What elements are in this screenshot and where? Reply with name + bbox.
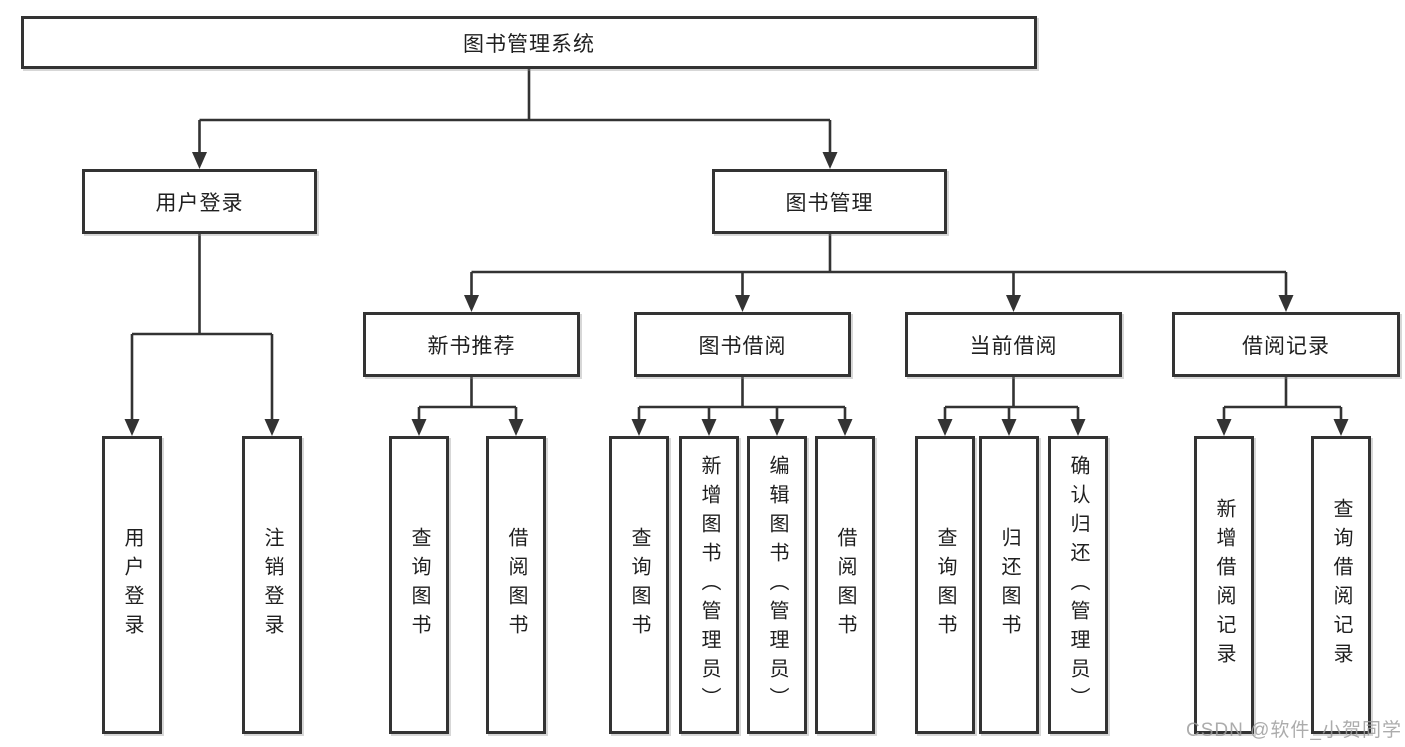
leaf-edit-book-admin-label: 编辑图书（管理员） [766,454,788,716]
leaf-query-books: 查询图书 [389,436,449,734]
leaf-query-books-label: 查询图书 [934,527,956,643]
node-new-book-recommend: 新书推荐 [363,312,580,377]
leaf-borrow-books-label: 借阅图书 [834,527,856,643]
leaf-logout-label: 注销登录 [261,527,283,643]
node-root-label: 图书管理系统 [463,32,595,56]
leaf-query-borrow-record-label: 查询借阅记录 [1330,498,1352,672]
node-user-login: 用户登录 [82,169,317,234]
leaf-query-books-label: 查询图书 [628,527,650,643]
connector-lines [130,69,1343,420]
leaf-user-login-label: 用户登录 [121,527,143,643]
leaf-query-books: 查询图书 [915,436,975,734]
leaf-return-book: 归还图书 [979,436,1039,734]
leaf-borrow-books-label: 借阅图书 [505,527,527,643]
node-new-book-recommend-label: 新书推荐 [427,334,516,358]
leaf-confirm-return-admin-label: 确认归还（管理员） [1067,454,1089,716]
node-book-borrow: 图书借阅 [634,312,851,377]
leaf-borrow-books: 借阅图书 [815,436,875,734]
leaf-query-books: 查询图书 [609,436,669,734]
node-current-borrow: 当前借阅 [905,312,1122,377]
leaf-edit-book-admin: 编辑图书（管理员） [747,436,807,734]
arrowheads [124,152,1349,436]
leaf-user-login: 用户登录 [102,436,162,734]
csdn-watermark: CSDN @软件_小贺同学 [1186,720,1402,741]
leaf-query-books-label: 查询图书 [408,527,430,643]
node-current-borrow-label: 当前借阅 [969,334,1058,358]
leaf-logout: 注销登录 [242,436,302,734]
node-root-system: 图书管理系统 [21,16,1037,69]
leaf-query-borrow-record: 查询借阅记录 [1311,436,1371,734]
node-user-login-label: 用户登录 [155,191,244,215]
leaf-return-book-label: 归还图书 [998,527,1020,643]
leaf-add-borrow-record-label: 新增借阅记录 [1213,498,1235,672]
leaf-add-book-admin-label: 新增图书（管理员） [698,454,720,716]
node-book-management-label: 图书管理 [785,191,874,215]
leaf-add-borrow-record: 新增借阅记录 [1194,436,1254,734]
node-borrow-records: 借阅记录 [1172,312,1400,377]
leaf-add-book-admin: 新增图书（管理员） [679,436,739,734]
node-book-management: 图书管理 [712,169,947,234]
leaf-borrow-books: 借阅图书 [486,436,546,734]
node-borrow-records-label: 借阅记录 [1242,334,1330,358]
leaf-confirm-return-admin: 确认归还（管理员） [1048,436,1108,734]
node-book-borrow-label: 图书借阅 [698,334,787,358]
